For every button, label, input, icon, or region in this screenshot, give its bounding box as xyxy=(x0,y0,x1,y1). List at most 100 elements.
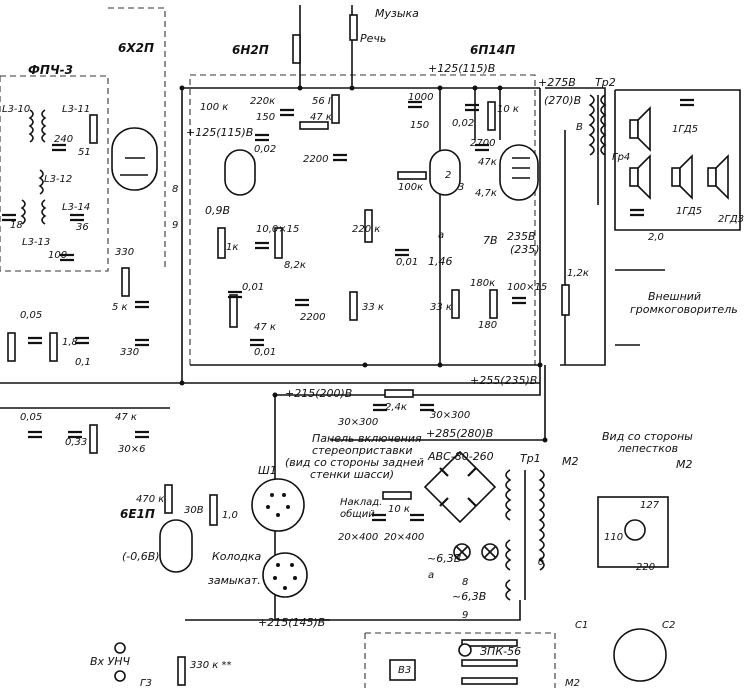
v-out-anode-alt: (270)В xyxy=(544,94,581,107)
r-18: 1,8 xyxy=(62,337,78,348)
r-100k-b: 100к xyxy=(398,182,423,193)
v-7v: 7В xyxy=(483,234,498,247)
tap-110: 110 xyxy=(604,532,623,543)
tr1-label: Тр1 xyxy=(520,452,541,465)
resistors xyxy=(7,14,570,686)
coils xyxy=(20,94,607,601)
num-9b: 9 xyxy=(462,610,468,621)
pin-3: 3 xyxy=(458,182,464,193)
ext-speaker-label-1: Внешний xyxy=(648,290,701,303)
r-220k-b: 220 к xyxy=(352,224,380,235)
speakers xyxy=(614,89,741,346)
c-2200-b: 2200 xyxy=(300,312,325,323)
m2b-label: М2 xyxy=(565,678,580,688)
motor-m2-right: М2 xyxy=(676,458,693,471)
v-anode-top: +125(115)В xyxy=(428,62,495,75)
r-10k: 10 к xyxy=(497,104,519,115)
v3-label: В3 xyxy=(398,665,411,676)
r-470k: 470 к xyxy=(136,494,164,505)
c-001c: 0,01 xyxy=(254,347,276,358)
c-240: 240 xyxy=(54,134,73,145)
c-330b: 330 xyxy=(120,347,139,358)
pickup-label: ЗПК-56 xyxy=(480,645,521,658)
r-33k-b: 33 к xyxy=(430,302,452,313)
l-311: L3-11 xyxy=(62,104,90,115)
spk-2gd3: 2ГД3 xyxy=(718,214,744,225)
c-100x15: 100×15 xyxy=(507,282,547,293)
speech-label: Речь xyxy=(360,32,386,45)
r-82k: 8,2к xyxy=(284,260,306,271)
l-312: L3-12 xyxy=(44,174,72,185)
jumper-label-1: Колодка xyxy=(212,550,262,563)
b-label: В xyxy=(576,122,583,133)
r-47k-a: 47 к xyxy=(310,112,332,123)
label-naklad: Наклад. xyxy=(340,497,382,508)
c-10x15: 10,0×15 xyxy=(256,224,299,235)
panel-caption-1: Панель включения xyxy=(312,432,422,445)
r-47k-3: 4,7к xyxy=(475,188,497,199)
l-314: L3-14 xyxy=(62,202,90,213)
v-235: 235В xyxy=(507,230,536,243)
input-label: Вх УНЧ xyxy=(90,655,131,668)
view-caption-1: Вид со стороны xyxy=(602,430,693,443)
labels: ФПЧ-3 6Х2П 6Н2П 6П14П 6Е1П Музыка Речь П… xyxy=(2,7,744,688)
s1-label: С1 xyxy=(575,620,588,631)
tube-6e1p-label: 6Е1П xyxy=(120,507,155,521)
r-1k: 1к xyxy=(226,242,238,253)
module-borders xyxy=(0,7,556,688)
pin-a: а xyxy=(438,230,444,241)
ext-speaker-label-2: громкоговоритель xyxy=(630,303,738,316)
num-8b: 8 xyxy=(462,577,468,588)
r-100k: 100 к xyxy=(200,102,228,113)
panel-caption-2: стереоприставки xyxy=(312,444,413,457)
panel-caption-4: стенки шасси) xyxy=(310,468,394,481)
jumper-label-2: замыкат. xyxy=(208,574,261,587)
r-330k: 330 к ** xyxy=(190,660,231,671)
c-18: 18 xyxy=(10,220,23,231)
g3-label: Г3 xyxy=(140,678,152,688)
r-220k-a: 220к xyxy=(250,96,275,107)
label-obsh: общий xyxy=(340,508,375,520)
s2-label: С2 xyxy=(662,620,675,631)
r-33k-a: 33 к xyxy=(362,302,384,313)
rectifier-bridge xyxy=(423,450,499,561)
motor-m2-left: М2 xyxy=(562,455,579,468)
v-grid-ind: (-0,6В) xyxy=(122,550,160,563)
c-20x400-b: 20×400 xyxy=(384,532,424,543)
pin-b: б xyxy=(538,556,544,568)
gr4: Гр4 xyxy=(612,152,630,163)
num-9: 9 xyxy=(172,220,178,231)
c-36: 36 xyxy=(76,222,89,233)
tube-6n2p-label: 6Н2П xyxy=(232,43,269,57)
v-anode-left: +125(115)В xyxy=(186,126,253,139)
c-20: 2,0 xyxy=(648,232,664,243)
spk-1gd5a: 1ГД5 xyxy=(672,124,698,135)
c-2200-a: 2200 xyxy=(303,154,328,165)
r-180: 180 xyxy=(478,320,497,331)
v-bus-285: +285(280)В xyxy=(426,427,493,440)
pin-a2: а xyxy=(428,570,434,581)
c-330: 330 xyxy=(115,247,134,258)
c-002: 0,02 xyxy=(254,144,276,155)
capacitors xyxy=(2,98,694,522)
connector-sh1: Ш1 xyxy=(258,464,277,477)
r-5k: 5 к xyxy=(112,302,128,313)
v-bus-255: +255(235)В xyxy=(470,374,537,387)
tr2-label: Тр2 xyxy=(595,76,616,89)
c-150: 150 xyxy=(256,112,275,123)
l-313: L3-13 xyxy=(22,237,50,248)
r-10k-b: 10 к xyxy=(388,504,410,515)
l-310: L3-10 xyxy=(2,104,30,115)
r-12k: 1,2к xyxy=(567,268,589,279)
c-2700: 2700 xyxy=(470,138,495,149)
panel-caption-3: (вид со стороны задней xyxy=(285,456,424,469)
tube-envelopes xyxy=(111,127,539,573)
v-63b: ~6,3В xyxy=(452,590,486,603)
num-8: 8 xyxy=(172,184,178,195)
tap-220: 220 xyxy=(636,562,655,573)
tube-6p14p-label: 6П14П xyxy=(470,43,515,57)
sockets xyxy=(114,478,669,685)
v-09: 0,9В xyxy=(205,204,230,217)
c-005b: 0,05 xyxy=(20,412,42,423)
